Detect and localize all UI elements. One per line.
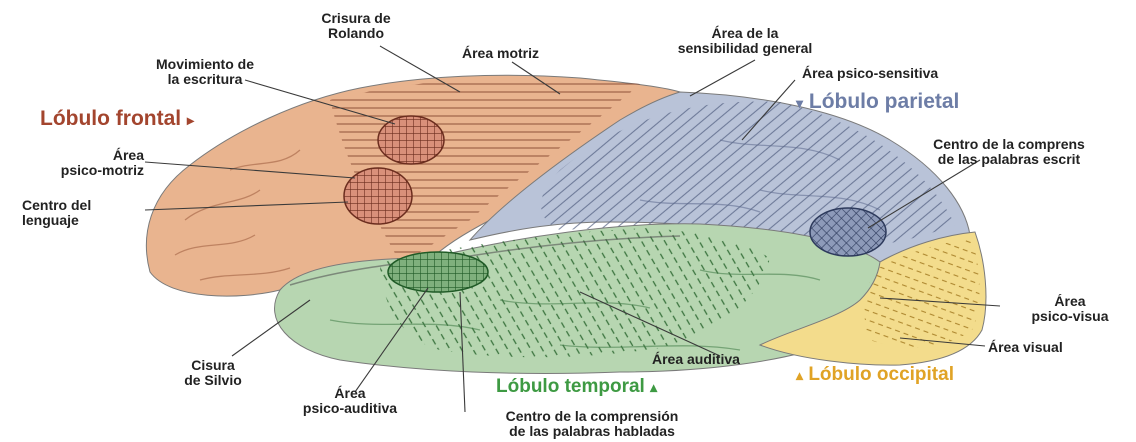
label-line: Área xyxy=(270,386,430,401)
label-crisura-rolando: Crisura de Rolando xyxy=(300,11,412,41)
lobulo-frontal-label: Lóbulo frontal xyxy=(40,107,181,130)
label-line: Rolando xyxy=(300,26,412,41)
arrow-right-icon: ▸ xyxy=(187,112,194,128)
label-line: Crisura de xyxy=(300,11,412,26)
arrow-up-icon: ▴ xyxy=(650,379,657,395)
label-line: lenguaje xyxy=(22,213,91,228)
lobulo-parietal-label: Lóbulo parietal xyxy=(809,90,960,113)
label-line: Centro del xyxy=(22,198,91,213)
label-line: psico-auditiva xyxy=(270,401,430,416)
label-centro-comprension-escritas: Centro de la comprens de las palabras es… xyxy=(882,137,1136,167)
label-line: Centro de la comprens xyxy=(882,137,1136,152)
label-area-psico-motriz: Área psico-motriz xyxy=(4,148,144,178)
lobulo-parietal-title: ▾ Lóbulo parietal xyxy=(796,90,959,114)
label-line: la escritura xyxy=(140,72,270,87)
label-line: sensibilidad general xyxy=(640,41,850,56)
label-line: Área visual xyxy=(988,340,1063,355)
label-area-psico-auditiva: Área psico-auditiva xyxy=(270,386,430,416)
label-line: Cisura xyxy=(168,358,258,373)
label-area-psico-sensitiva: Área psico-sensitiva xyxy=(802,66,938,81)
label-line: de las palabras habladas xyxy=(454,424,730,439)
label-line: Área psico-sensitiva xyxy=(802,66,938,81)
lobulo-occipital-title: ▴ Lóbulo occipital xyxy=(796,364,954,386)
area-movimiento-escritura-grid xyxy=(378,116,444,164)
lobulo-occipital-label: Lóbulo occipital xyxy=(808,364,954,385)
arrow-up-icon: ▴ xyxy=(796,367,803,383)
lobulo-temporal-label: Lóbulo temporal xyxy=(496,376,645,397)
label-area-psico-visual: Área psico-visua xyxy=(1006,294,1134,324)
label-line: psico-visua xyxy=(1006,309,1134,324)
arrow-down-icon: ▾ xyxy=(796,95,803,111)
label-area-visual: Área visual xyxy=(988,340,1063,355)
label-line: Área auditiva xyxy=(652,352,740,367)
label-line: Centro de la comprensión xyxy=(454,409,730,424)
centro-lenguaje-grid xyxy=(344,168,412,224)
label-line: de Silvio xyxy=(168,373,258,388)
label-line: de las palabras escrit xyxy=(882,152,1136,167)
label-area-motriz: Área motriz xyxy=(462,46,539,61)
label-line: Área motriz xyxy=(462,46,539,61)
label-area-sensibilidad: Área de la sensibilidad general xyxy=(640,26,850,56)
label-line: Área de la xyxy=(640,26,850,41)
label-area-auditiva: Área auditiva xyxy=(652,352,740,367)
label-movimiento-escritura: Movimiento de la escritura xyxy=(140,57,270,87)
lobulo-temporal-title: Lóbulo temporal ▴ xyxy=(496,376,657,398)
label-centro-lenguaje: Centro del lenguaje xyxy=(22,198,91,228)
lobulo-frontal-title: Lóbulo frontal ▸ xyxy=(40,107,194,131)
label-centro-comprension-habladas: Centro de la comprensión de las palabras… xyxy=(454,409,730,439)
label-line: psico-motriz xyxy=(4,163,144,178)
centro-comprension-escritas-grid xyxy=(810,208,886,256)
label-line: Área xyxy=(4,148,144,163)
label-cisura-silvio: Cisura de Silvio xyxy=(168,358,258,388)
label-line: Área xyxy=(1006,294,1134,309)
area-psico-auditiva-grid xyxy=(388,252,488,292)
label-line: Movimiento de xyxy=(140,57,270,72)
